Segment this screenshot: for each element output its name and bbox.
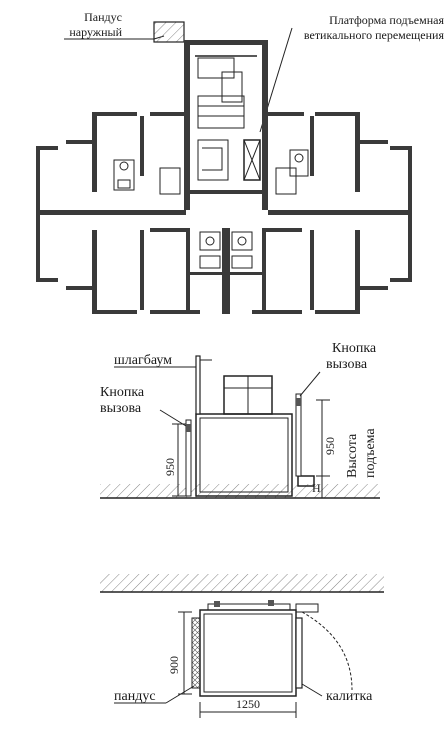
platform-rail	[207, 603, 291, 611]
dim-width-1250: 1250	[236, 697, 260, 711]
lift-height-label-line1: Высота	[345, 433, 360, 478]
gate-top	[295, 617, 303, 689]
right-lower-flat	[252, 218, 412, 314]
dim-right-950: 950	[323, 437, 337, 455]
dim-left-950: 950	[163, 458, 177, 476]
barrier-label: шлагбаум	[114, 353, 172, 368]
right-upper-flat	[268, 112, 412, 218]
call-button-right-label-line2: вызова	[326, 357, 368, 372]
call-button-right	[296, 398, 301, 406]
platform-label-line2: ветикального перемещения	[304, 28, 445, 42]
ramp-label-line2: наружный	[69, 25, 122, 39]
ramp-label-line1: Пандус	[84, 10, 122, 24]
call-button-right-label-line1: Кнопка	[332, 341, 377, 356]
left-lower-flat	[36, 218, 200, 314]
external-ramp-block	[153, 21, 185, 43]
platform-label-line1: Платформа подъемная	[329, 13, 444, 27]
lift-cabin-inner	[199, 417, 289, 493]
call-button-post-right	[295, 393, 302, 477]
dim-depth-900: 900	[167, 656, 181, 674]
ramp-top	[191, 617, 201, 689]
call-button-left-label-line1: Кнопка	[100, 385, 145, 400]
call-button-post-left	[185, 419, 192, 497]
gate-swing-arc	[301, 611, 353, 691]
call-button-left	[186, 424, 191, 432]
wall-hatch	[100, 574, 384, 592]
floor-plan: Пандус наружный Платформа подъемная вети…	[36, 10, 444, 314]
platform-inner	[203, 613, 293, 693]
dim-h: H	[312, 481, 321, 495]
central-bathrooms	[190, 228, 262, 314]
barrier-post	[195, 355, 201, 415]
gate-label: калитка	[326, 689, 373, 704]
upper-level-step	[297, 475, 315, 487]
platform-outline	[199, 609, 297, 697]
left-upper-flat	[36, 112, 186, 218]
lift-height-label-line2: подъема	[363, 428, 378, 478]
call-button-left-label-line2: вызова	[100, 401, 142, 416]
ground-hatch	[100, 484, 380, 498]
elevation-view: шлагбаум Кнопка вызова Кнопка вызова 950…	[100, 341, 380, 499]
ramp-label: пандус	[114, 689, 156, 704]
central-core	[184, 40, 268, 210]
lift-cabin	[195, 413, 293, 497]
top-view: 900 1250 пандус калитка	[100, 574, 384, 718]
